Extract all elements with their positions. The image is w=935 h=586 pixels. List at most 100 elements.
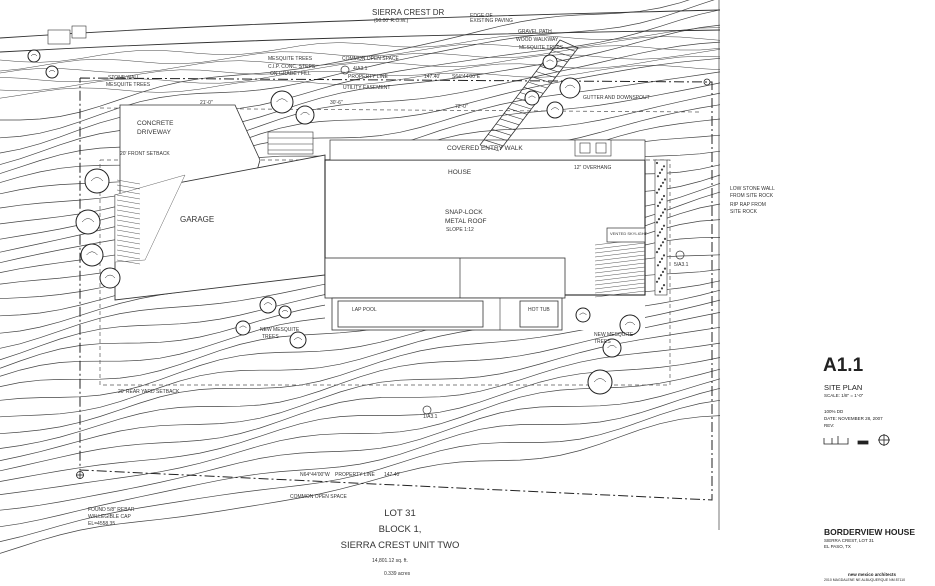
- walkway-board: [483, 139, 504, 147]
- wood-walkway-label: WOOD WALKWAY: [516, 37, 559, 43]
- section-a-label: 4/A3.1: [353, 66, 368, 72]
- tree-detail: [528, 95, 536, 99]
- new-mesquite-left-label-1: NEW MESQUITE: [260, 327, 300, 333]
- stone: [660, 257, 664, 260]
- driveway-label: DRIVEWAY: [137, 129, 171, 136]
- lot-block: BLOCK 1,: [378, 524, 422, 535]
- tree-canopy: [99, 267, 121, 289]
- hatch-line: [594, 254, 646, 262]
- walkway-board: [507, 108, 528, 115]
- tree-canopy: [259, 296, 277, 314]
- rear-setback-label: 20' REAR YARD SETBACK: [118, 389, 180, 395]
- stone: [661, 181, 665, 184]
- contour-line: [0, 36, 721, 72]
- stone-wall-label: STONE WALL: [108, 75, 140, 81]
- walkway-board: [499, 118, 520, 126]
- slope-label: SLOPE 1:12: [446, 227, 474, 233]
- tree-detail: [607, 345, 617, 349]
- new-mesquite-right-label-1: NEW MESQUITE: [594, 332, 634, 338]
- stone: [658, 290, 662, 293]
- tree-detail: [550, 107, 560, 111]
- tree-detail: [546, 59, 554, 63]
- stone: [659, 274, 663, 277]
- tree-canopy: [575, 307, 591, 323]
- property-line-bottom-label: PROPERTY LINE: [335, 472, 375, 478]
- stone: [660, 287, 664, 290]
- tree-detail: [579, 312, 587, 316]
- hatch-line: [594, 250, 646, 258]
- hatch-line: [594, 242, 646, 250]
- lot-area-sqft: 14,801.12 sq. ft.: [372, 558, 408, 564]
- mesquite-trees-mid-label: MESQUITE TREES: [268, 56, 313, 62]
- street-row: (50.00' R.O.W.): [374, 18, 409, 24]
- house-end-hatch: [594, 238, 646, 298]
- lot-subdivision: SIERRA CREST UNIT TWO: [340, 540, 460, 551]
- contour-line: [0, 45, 721, 74]
- gravel-path-label: GRAVEL PATH: [518, 29, 552, 35]
- tree-detail: [30, 53, 38, 57]
- stone: [659, 214, 663, 217]
- stone: [658, 201, 662, 204]
- contour-line: [0, 312, 721, 449]
- tree-canopy: [524, 90, 540, 106]
- walkway-board: [531, 76, 552, 84]
- stone: [658, 171, 662, 174]
- stone: [656, 264, 660, 267]
- rip-rap-label-1: RIP RAP FROM: [730, 202, 766, 208]
- tree-detail: [263, 302, 273, 306]
- vented-skylight-box: [606, 227, 646, 243]
- cip-steps-label: C.I.P. CONC. STEPS: [268, 64, 316, 70]
- stone: [657, 218, 661, 221]
- hatch-line: [594, 286, 646, 294]
- contour-line: [0, 65, 721, 99]
- stone: [662, 194, 666, 198]
- stone: [656, 234, 660, 237]
- overhang-label: 12" OVERHANG: [574, 165, 612, 171]
- tree-canopy: [559, 77, 581, 99]
- edge-of-paving: EDGE OF EXISTING PAVING: [470, 13, 513, 24]
- hatch-line: [116, 219, 141, 225]
- hatch-line: [116, 179, 141, 185]
- stone: [655, 161, 659, 165]
- hot-tub: [519, 300, 559, 328]
- garage-ramp-hatch: [114, 174, 186, 263]
- house-label: HOUSE: [448, 169, 472, 176]
- sheet-number: A1.1: [823, 355, 864, 376]
- stone: [660, 198, 664, 201]
- stone: [656, 175, 660, 178]
- stone: [663, 208, 667, 211]
- property-line-label: PROPERTY LINE: [348, 74, 388, 80]
- hatch-line: [594, 270, 646, 278]
- tree-canopy: [546, 101, 564, 119]
- walkway-board: [527, 81, 548, 89]
- tree-canopy: [619, 314, 641, 336]
- stone: [662, 254, 666, 257]
- project-address-1: SIERRA CREST, LOT 31: [824, 538, 874, 543]
- tree-detail: [293, 337, 303, 341]
- house-rear-wing: [324, 257, 566, 299]
- hatch-line: [116, 249, 141, 255]
- bearing-bottom-label: N64°44'00"W: [300, 472, 330, 478]
- stone: [659, 185, 663, 188]
- found-rebar-label-1: FOUND 5/8" REBAR: [88, 507, 135, 513]
- stone: [655, 191, 659, 194]
- project-address-2: EL PASO, TX: [824, 544, 851, 549]
- firm-address: 2010 MAGDALENE NE ALBUQUERQUE NM 87110: [824, 578, 906, 582]
- hatch-line: [116, 184, 141, 190]
- walkway-board: [487, 134, 508, 141]
- revision: REV:: [824, 423, 835, 428]
- hatch-line: [594, 290, 646, 298]
- scale-bar-and-north-arrow: [823, 434, 890, 446]
- lot-area-acres: 0.339 acres: [384, 571, 411, 577]
- walkway-board: [491, 129, 512, 136]
- tree-canopy: [289, 331, 307, 349]
- low-stone-wall-label-1: LOW STONE WALL: [730, 186, 775, 192]
- hatch-line: [594, 274, 646, 282]
- walkway-board: [555, 44, 576, 52]
- hatch-line: [594, 282, 646, 290]
- stone: [659, 244, 663, 247]
- contour-line: [0, 0, 690, 121]
- title-block: A1.1 SITE PLAN SCALE: 1/8" = 1'-0" 100% …: [720, 0, 935, 586]
- hatch-line: [116, 229, 141, 235]
